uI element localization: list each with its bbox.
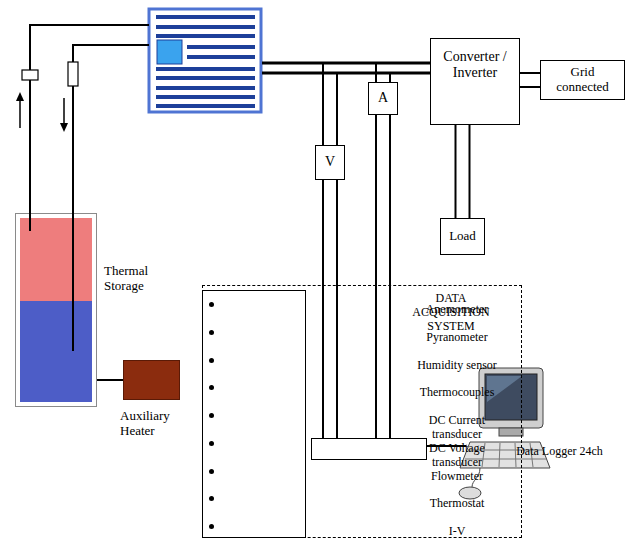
panel-stripe: [156, 104, 255, 108]
arrow-head: [60, 123, 68, 132]
dc-bus: [262, 63, 431, 73]
valve: [22, 70, 38, 80]
feed-wire: [322, 63, 324, 146]
wire-connector: [375, 115, 377, 438]
panel-stripe: [156, 76, 255, 80]
bullet-dot: [209, 385, 214, 390]
bullet-dot: [209, 441, 214, 446]
grid-box: Grid connected: [540, 60, 625, 100]
wire-connector: [336, 180, 338, 438]
pipe: [72, 213, 74, 351]
arrow-head: [16, 92, 24, 101]
pvt-panel: [149, 9, 261, 112]
bullet-dot: [209, 469, 214, 474]
panel-cell: [157, 40, 182, 64]
wire-connector: [389, 115, 391, 438]
monitor-stand: [499, 428, 523, 436]
sensor-name: I-V: [405, 525, 509, 539]
list-item: Thermocouples: [209, 380, 301, 390]
node-label: Auxiliary Heater: [120, 409, 192, 439]
node-label: A: [378, 90, 388, 106]
wire-connector: [520, 86, 540, 88]
meter-feeds: [323, 63, 390, 146]
voltmeter-box: V: [315, 145, 345, 180]
bullet-dot: [209, 413, 214, 418]
wire-connector: [97, 379, 123, 381]
list-item: Humidity sensor: [209, 353, 301, 363]
logger-box: Data Logger 24ch: [311, 438, 427, 460]
list-item: Flowmeter: [209, 464, 301, 474]
key-col: [499, 443, 500, 467]
bullet-dot: [209, 358, 214, 363]
list-item: I-V: [209, 519, 301, 529]
feed-wire: [336, 73, 338, 146]
node-label: Thermal Storage: [104, 264, 166, 294]
node-label: V: [325, 154, 335, 170]
load-box: Load: [440, 218, 485, 255]
bullet-dot: [209, 496, 214, 501]
wire-connector: [455, 125, 457, 218]
tank-pipes: [15, 213, 97, 407]
flow-arrow: [60, 98, 68, 132]
panel-stripe: [187, 55, 255, 59]
sensor-name: Thermocouples: [405, 386, 509, 400]
sensor-name: Humidity sensor: [405, 359, 509, 373]
bus-wire: [262, 62, 431, 65]
node-label: Data Logger 24ch: [508, 445, 612, 459]
arrow-shaft: [63, 98, 65, 124]
pipe: [73, 45, 149, 215]
sensor-name: Pyranometer: [405, 331, 509, 345]
wire-connector: [469, 125, 471, 218]
acquisition-group: AnemometerPyranometerHumidity sensorTher…: [202, 285, 522, 538]
pipe: [30, 25, 149, 215]
sensor-name: Flowmeter: [405, 470, 509, 484]
wire-connector: [520, 72, 540, 74]
node-label: Grid connected: [545, 65, 620, 95]
valve: [68, 62, 78, 86]
panel-stripe: [156, 86, 255, 90]
sensor-list: AnemometerPyranometerHumidity sensorTher…: [202, 290, 306, 538]
bullet-dot: [209, 524, 214, 529]
panel-stripe: [156, 95, 255, 99]
node-label: Converter / Inverter: [435, 49, 515, 81]
feed-wire: [375, 63, 377, 83]
pipe: [29, 213, 31, 231]
node-label: Load: [449, 229, 476, 244]
panel-stripe: [156, 34, 255, 38]
list-item: Anemometer: [209, 297, 301, 307]
arrow-shaft: [19, 100, 21, 128]
bus-wire: [262, 72, 431, 75]
water-pipes: [30, 25, 149, 215]
list-item: Pyranometer: [209, 325, 301, 335]
sensor-name: Thermostat: [405, 497, 509, 511]
panel-stripe: [187, 45, 255, 49]
panel-stripe: [156, 25, 255, 29]
panel-stripe: [156, 15, 255, 19]
bullet-dot: [209, 330, 214, 335]
heater-box: Auxiliary Heater: [123, 360, 180, 400]
list-item: DC Current transducer: [209, 408, 301, 418]
list-item: DC Voltage transducer: [209, 436, 301, 446]
flow-arrow: [16, 92, 24, 128]
list-item: Thermostat: [209, 491, 301, 501]
key-col: [515, 443, 516, 467]
storage-tank: Thermal Storage: [15, 213, 97, 407]
ammeter-box: A: [368, 82, 398, 115]
converter-box: Converter / Inverter: [430, 38, 520, 125]
node-label: DATA ACQUISITION SYSTEM: [399, 292, 503, 333]
panel-stripe: [156, 67, 255, 71]
panel-frame: [149, 9, 261, 112]
wire-connector: [322, 180, 324, 438]
bullet-dot: [209, 302, 214, 307]
